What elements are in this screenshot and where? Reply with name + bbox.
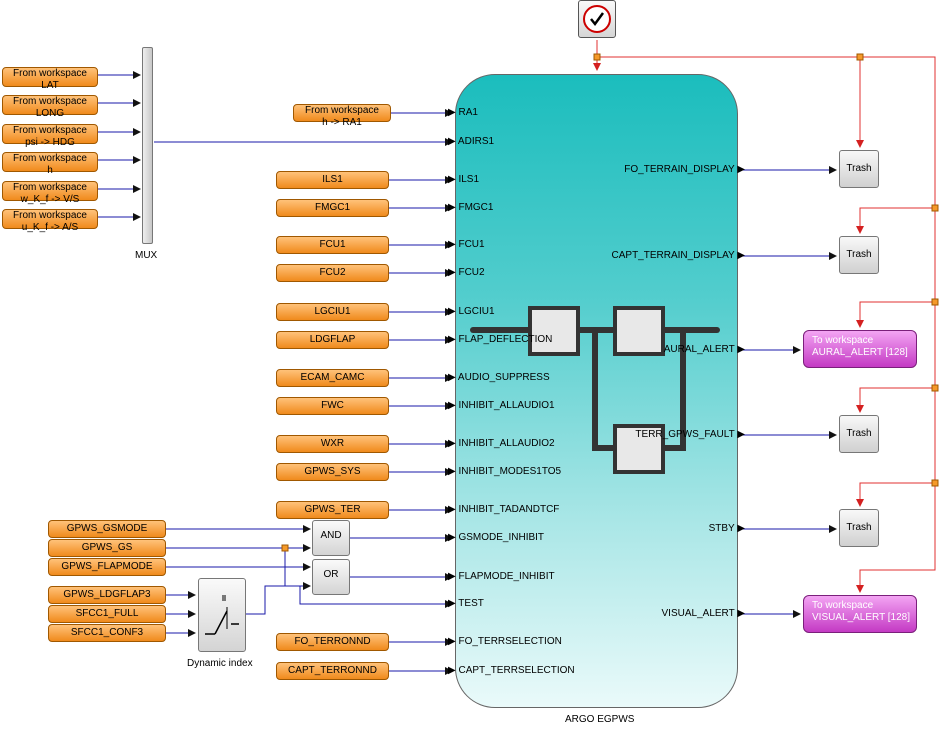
port-aural-alert: AURAL_ALERT ▶ (663, 344, 745, 355)
source-gpws-ldgflap3[interactable]: GPWS_LDGFLAP3 (48, 586, 166, 604)
source-sfcc1-conf3[interactable]: SFCC1_CONF3 (48, 624, 166, 642)
port-ra1: ▶ RA1 (448, 107, 478, 118)
source-variable: LAT (41, 80, 59, 91)
port-audio-suppress: ▶ AUDIO_SUPPRESS (448, 372, 550, 383)
port-lgciu1: ▶ LGCIU1 (448, 306, 495, 317)
trash-block[interactable]: Trash (839, 415, 879, 453)
source-title: From workspace (13, 210, 87, 221)
port-fo-terrselection: ▶ FO_TERRSELECTION (448, 636, 562, 647)
source-lgciu1[interactable]: LGCIU1 (276, 303, 389, 321)
source-gpws-sys[interactable]: GPWS_SYS (276, 463, 389, 481)
port-stby: STBY ▶ (708, 523, 745, 534)
port-inhibit-allaudio2: ▶ INHIBIT_ALLAUDIO2 (448, 438, 555, 449)
trash-block[interactable]: Trash (839, 509, 879, 547)
port-fcu2: ▶ FCU2 (448, 267, 485, 278)
source-title: From workspace (13, 96, 87, 107)
trash-block[interactable]: Trash (839, 236, 879, 274)
and-gate[interactable]: AND (312, 520, 350, 556)
dynamic-index-block[interactable] (198, 578, 246, 652)
source-title: From workspace (13, 182, 87, 193)
source-variable: h -> RA1 (322, 117, 362, 128)
source-wxr[interactable]: WXR (276, 435, 389, 453)
source-variable: w_K_f -> V/S (20, 194, 80, 205)
source-capt-terronnd[interactable]: CAPT_TERRONND (276, 662, 389, 680)
sink-variable: AURAL_ALERT [128] (812, 347, 908, 358)
superblock-icon (470, 306, 720, 474)
source-fwc[interactable]: FWC (276, 397, 389, 415)
port-fmgc1: ▶ FMGC1 (448, 202, 494, 213)
source-variable: psi -> HDG (25, 137, 75, 148)
trash-block[interactable]: Trash (839, 150, 879, 188)
port-test: ▶ TEST (448, 598, 484, 609)
source-fcu1[interactable]: FCU1 (276, 236, 389, 254)
source-title: From workspace (13, 68, 87, 79)
from-workspace-lat[interactable]: From workspace LAT (2, 67, 98, 91)
port-visual-alert: VISUAL_ALERT ▶ (661, 608, 745, 619)
source-title: From workspace (13, 125, 87, 136)
from-workspace-ra1[interactable]: From workspace h -> RA1 (293, 104, 391, 128)
or-gate[interactable]: OR (312, 559, 350, 595)
sink-title: To workspace (812, 335, 874, 346)
port-flapmode-inhibit: ▶ FLAPMODE_INHIBIT (448, 571, 555, 582)
port-inhibit-allaudio1: ▶ INHIBIT_ALLAUDIO1 (448, 400, 555, 411)
source-variable: h (47, 165, 53, 176)
source-title: From workspace (13, 153, 87, 164)
source-variable: u_K_f -> A/S (21, 222, 79, 233)
source-fcu2[interactable]: FCU2 (276, 264, 389, 282)
dynamic-index-label: Dynamic index (187, 658, 253, 669)
from-workspace-hdg[interactable]: From workspace psi -> HDG (2, 124, 98, 148)
source-variable: LONG (35, 108, 65, 119)
mux-block[interactable] (142, 47, 153, 244)
source-gpws-ter[interactable]: GPWS_TER (276, 501, 389, 519)
source-ldgflap[interactable]: LDGFLAP (276, 331, 389, 349)
from-workspace-vs[interactable]: From workspace w_K_f -> V/S (2, 181, 98, 205)
from-workspace-as[interactable]: From workspace u_K_f -> A/S (2, 209, 98, 233)
clock-block[interactable] (578, 0, 616, 38)
port-fcu1: ▶ FCU1 (448, 239, 485, 250)
source-sfcc1-full[interactable]: SFCC1_FULL (48, 605, 166, 623)
source-gpws-gsmode[interactable]: GPWS_GSMODE (48, 520, 166, 538)
port-inhibit-tadandtcf: ▶ INHIBIT_TADANDTCF (448, 504, 560, 515)
source-fmgc1[interactable]: FMGC1 (276, 199, 389, 217)
source-gpws-flapmode[interactable]: GPWS_FLAPMODE (48, 558, 166, 576)
sink-title: To workspace (812, 600, 874, 611)
to-workspace-aural-alert[interactable]: To workspace AURAL_ALERT [128] (803, 330, 917, 368)
port-ils1: ▶ ILS1 (448, 174, 480, 185)
sink-variable: VISUAL_ALERT [128] (812, 612, 911, 623)
source-ils1[interactable]: ILS1 (276, 171, 389, 189)
from-workspace-long[interactable]: From workspace LONG (2, 95, 98, 119)
source-fo-terronnd[interactable]: FO_TERRONND (276, 633, 389, 651)
port-gsmode-inhibit: ▶ GSMODE_INHIBIT (448, 532, 545, 543)
port-adirs1: ▶ ADIRS1 (448, 136, 495, 147)
main-block-label: ARGO EGPWS (565, 714, 635, 725)
port-capt-terrain-display: CAPT_TERRAIN_DISPLAY ▶ (611, 250, 745, 261)
from-workspace-h[interactable]: From workspace h (2, 152, 98, 176)
port-terr-gpws-fault: TERR_GPWS_FAULT ▶ (635, 429, 745, 440)
source-gpws-gs[interactable]: GPWS_GS (48, 539, 166, 557)
port-inhibit-modes1to5: ▶ INHIBIT_MODES1TO5 (448, 466, 562, 477)
switch-icon (205, 595, 239, 635)
port-fo-terrain-display: FO_TERRAIN_DISPLAY ▶ (624, 164, 745, 175)
to-workspace-visual-alert[interactable]: To workspace VISUAL_ALERT [128] (803, 595, 917, 633)
port-capt-terrselection: ▶ CAPT_TERRSELECTION (448, 665, 575, 676)
clock-icon (583, 5, 611, 33)
source-ecam-camc[interactable]: ECAM_CAMC (276, 369, 389, 387)
source-title: From workspace (305, 105, 379, 116)
mux-label: MUX (135, 250, 158, 261)
port-flap-deflection: ▶ FLAP_DEFLECTION (448, 334, 553, 345)
